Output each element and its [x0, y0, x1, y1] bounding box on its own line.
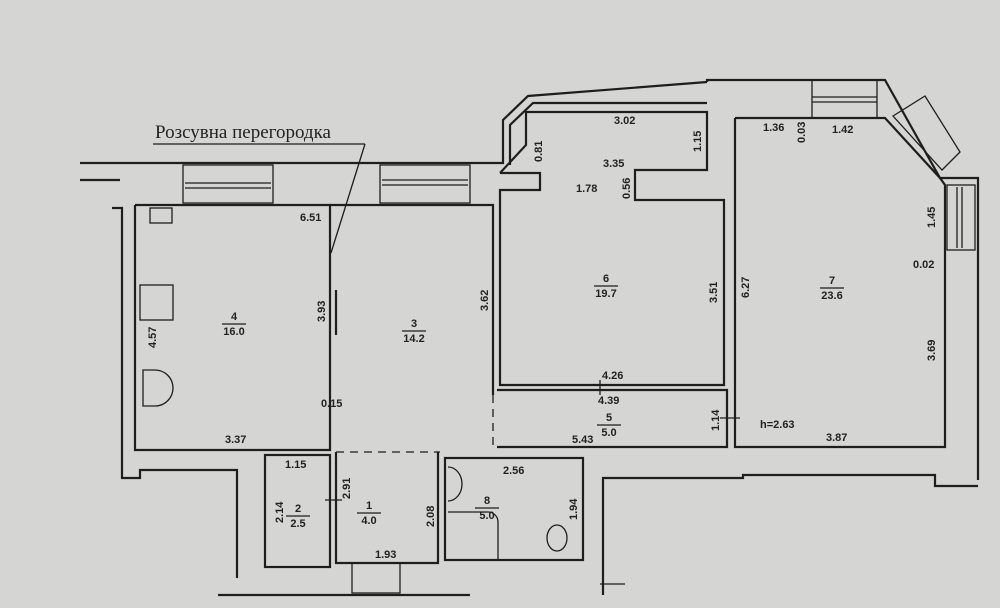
room-label-text: 19.7 — [595, 288, 616, 300]
dimension-label: 1.42 — [832, 124, 853, 136]
room-label-text: 16.0 — [223, 326, 244, 338]
caption-leader-line — [330, 143, 366, 254]
dimension-label: 0.15 — [321, 398, 342, 410]
dimension-label: 3.51 — [708, 282, 720, 303]
dimension-label: 3.93 — [316, 301, 328, 322]
dimension-label: 4.39 — [598, 395, 619, 407]
dimension-label: 1.94 — [568, 498, 580, 520]
room-6-label: 619.7 — [594, 273, 618, 300]
dimension-label: 0.81 — [533, 141, 545, 162]
dimension-label: 3.35 — [603, 158, 624, 170]
room-label-text: 23.6 — [821, 290, 842, 302]
ceiling-height: h=2.63 — [760, 419, 795, 431]
room-5-label: 55.0 — [597, 412, 621, 439]
room-8-label: 85.0 — [475, 495, 499, 522]
room-label-text: 14.2 — [403, 333, 424, 345]
room-label-text: 6 — [603, 273, 609, 285]
dimension-label: 1.14 — [710, 409, 722, 431]
dimension-label: 4.57 — [147, 327, 159, 348]
dimension-label: 0.56 — [621, 178, 633, 199]
dimension-label: 3.87 — [826, 432, 847, 444]
dimension-label: 5.43 — [572, 434, 593, 446]
dimension-label: 1.15 — [692, 131, 704, 152]
dimension-label: 3.69 — [926, 340, 938, 361]
room-labels: 416.0 314.2 619.7 723.6 55.0 22.5 14.0 8… — [222, 273, 844, 530]
dimension-label: 2.14 — [274, 501, 286, 523]
room-label-text: 2.5 — [290, 518, 305, 530]
dimension-label: 2.91 — [341, 478, 353, 499]
dimension-label: 6.51 — [300, 212, 321, 224]
room-label-text: 2 — [295, 503, 301, 515]
dimension-label: 4.26 — [602, 370, 623, 382]
dimension-label: 3.62 — [479, 290, 491, 311]
dimension-label: 1.93 — [375, 549, 396, 561]
room-label-text: 8 — [484, 495, 490, 507]
room-label-text: 1 — [366, 500, 372, 512]
dimension-label: 0.03 — [796, 122, 808, 143]
room-label-text: 5.0 — [479, 510, 494, 522]
dimension-label: 0.02 — [913, 259, 934, 271]
room-1-label: 14.0 — [357, 500, 381, 527]
sliding-partition-caption: Розсувна перегородка — [155, 122, 332, 143]
walls — [80, 78, 980, 597]
dimension-label: 2.08 — [425, 506, 437, 527]
dimension-label: 1.15 — [285, 459, 306, 471]
dimension-labels: 6.51 3.93 4.57 0.15 3.37 3.62 3.02 0.81 … — [147, 115, 938, 561]
room-3-label: 314.2 — [402, 318, 426, 345]
dimension-label: 3.37 — [225, 434, 246, 446]
room-4-label: 416.0 — [222, 311, 246, 338]
room-label-text: 4 — [231, 311, 238, 323]
room-label-text: 3 — [411, 318, 417, 330]
dimension-label: 6.27 — [740, 277, 752, 298]
dimension-label: 3.02 — [614, 115, 635, 127]
dimension-label: 1.45 — [926, 207, 938, 228]
room-label-text: 7 — [829, 275, 835, 287]
dimension-label: 1.78 — [576, 183, 597, 195]
dimension-label: 2.56 — [503, 465, 524, 477]
room-label-text: 5.0 — [601, 427, 616, 439]
dimension-label: 1.36 — [763, 122, 784, 134]
room-label-text: 4.0 — [361, 515, 376, 527]
room-7-label: 723.6 — [820, 275, 844, 302]
room-2-label: 22.5 — [286, 503, 310, 530]
room-label-text: 5 — [606, 412, 612, 424]
